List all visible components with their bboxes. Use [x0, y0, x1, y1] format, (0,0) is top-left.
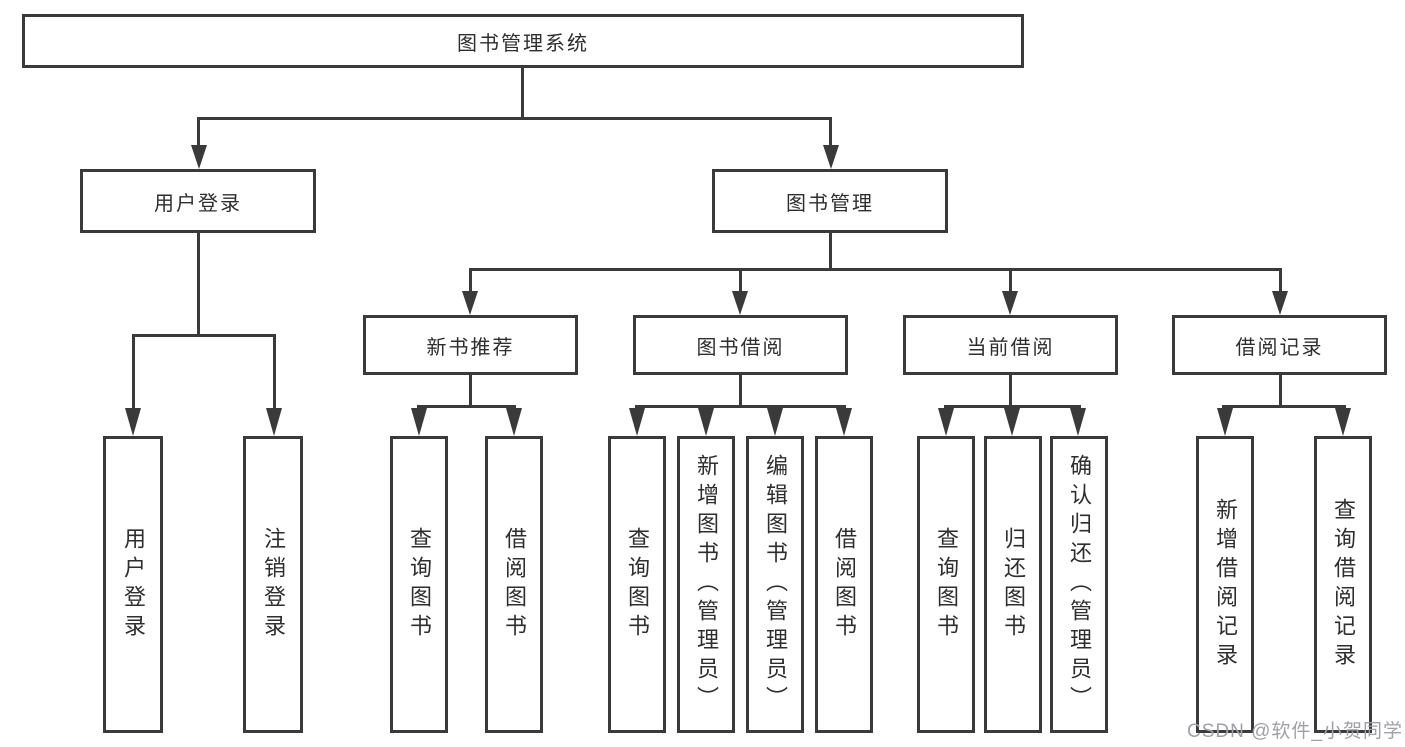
- connector-line: [469, 268, 1282, 271]
- connector-line: [132, 334, 135, 412]
- arrow-down-icon: [629, 408, 645, 436]
- node-leaf-query-borrow-record: 查询借阅记录: [1314, 436, 1372, 733]
- connector-line: [739, 268, 742, 293]
- node-leaf-borrow-books-borrow: 借阅图书: [815, 436, 873, 733]
- node-leaf-user-login: 用户登录: [103, 436, 163, 733]
- connector-line: [739, 375, 742, 407]
- node-leaf-add-book-admin: 新增图书（管理员）: [677, 436, 735, 733]
- node-leaf-query-books-current: 查询图书: [917, 436, 975, 733]
- connector-line: [1279, 375, 1282, 407]
- connector-line: [197, 117, 832, 120]
- connector-line: [1009, 268, 1012, 293]
- arrow-down-icon: [767, 408, 783, 436]
- arrow-down-icon: [938, 408, 954, 436]
- connector-line: [417, 405, 516, 408]
- arrow-down-icon: [1004, 408, 1020, 436]
- connector-line: [197, 117, 200, 147]
- connector-line: [829, 117, 832, 147]
- arrow-down-icon: [411, 408, 427, 436]
- arrow-down-icon: [266, 408, 282, 436]
- arrow-down-icon: [191, 145, 207, 169]
- arrow-down-icon: [1335, 408, 1351, 436]
- arrow-down-icon: [732, 291, 748, 315]
- node-book-mgmt: 图书管理: [712, 169, 948, 233]
- arrow-down-icon: [1272, 291, 1288, 315]
- node-leaf-logout: 注销登录: [243, 436, 303, 733]
- arrow-down-icon: [1217, 408, 1233, 436]
- connector-line: [635, 405, 846, 408]
- node-current-borrow: 当前借阅: [903, 315, 1118, 375]
- node-borrow-record: 借阅记录: [1172, 315, 1387, 375]
- csdn-watermark: CSDN @软件_小贺同学: [1187, 721, 1403, 742]
- connector-line: [1009, 375, 1012, 407]
- connector-line: [829, 233, 832, 270]
- connector-line: [469, 268, 472, 293]
- node-leaf-borrow-books-newbook: 借阅图书: [485, 436, 543, 733]
- arrow-down-icon: [698, 408, 714, 436]
- connector-line: [944, 405, 1081, 408]
- arrow-down-icon: [462, 291, 478, 315]
- node-root: 图书管理系统: [22, 14, 1024, 68]
- node-leaf-edit-book-admin: 编辑图书（管理员）: [746, 436, 804, 733]
- arrow-down-icon: [1002, 291, 1018, 315]
- node-user-login: 用户登录: [80, 169, 316, 233]
- connector-line: [1222, 405, 1346, 408]
- node-leaf-return-book: 归还图书: [984, 436, 1042, 733]
- node-new-book: 新书推荐: [363, 315, 578, 375]
- node-book-borrow: 图书借阅: [633, 315, 848, 375]
- arrow-down-icon: [125, 408, 141, 436]
- connector-line: [273, 334, 276, 412]
- connector-line: [1279, 268, 1282, 293]
- arrow-down-icon: [823, 145, 839, 169]
- node-leaf-query-books-newbook: 查询图书: [390, 436, 448, 733]
- arrow-down-icon: [506, 408, 522, 436]
- arrow-down-icon: [836, 408, 852, 436]
- connector-line: [197, 233, 200, 336]
- node-leaf-query-books-borrow: 查询图书: [608, 436, 666, 733]
- connector-line: [469, 375, 472, 407]
- node-leaf-confirm-return-admin: 确认归还（管理员）: [1050, 436, 1108, 733]
- node-leaf-add-borrow-record: 新增借阅记录: [1196, 436, 1254, 733]
- connector-line: [132, 334, 276, 337]
- arrow-down-icon: [1070, 408, 1086, 436]
- connector-line: [521, 68, 524, 120]
